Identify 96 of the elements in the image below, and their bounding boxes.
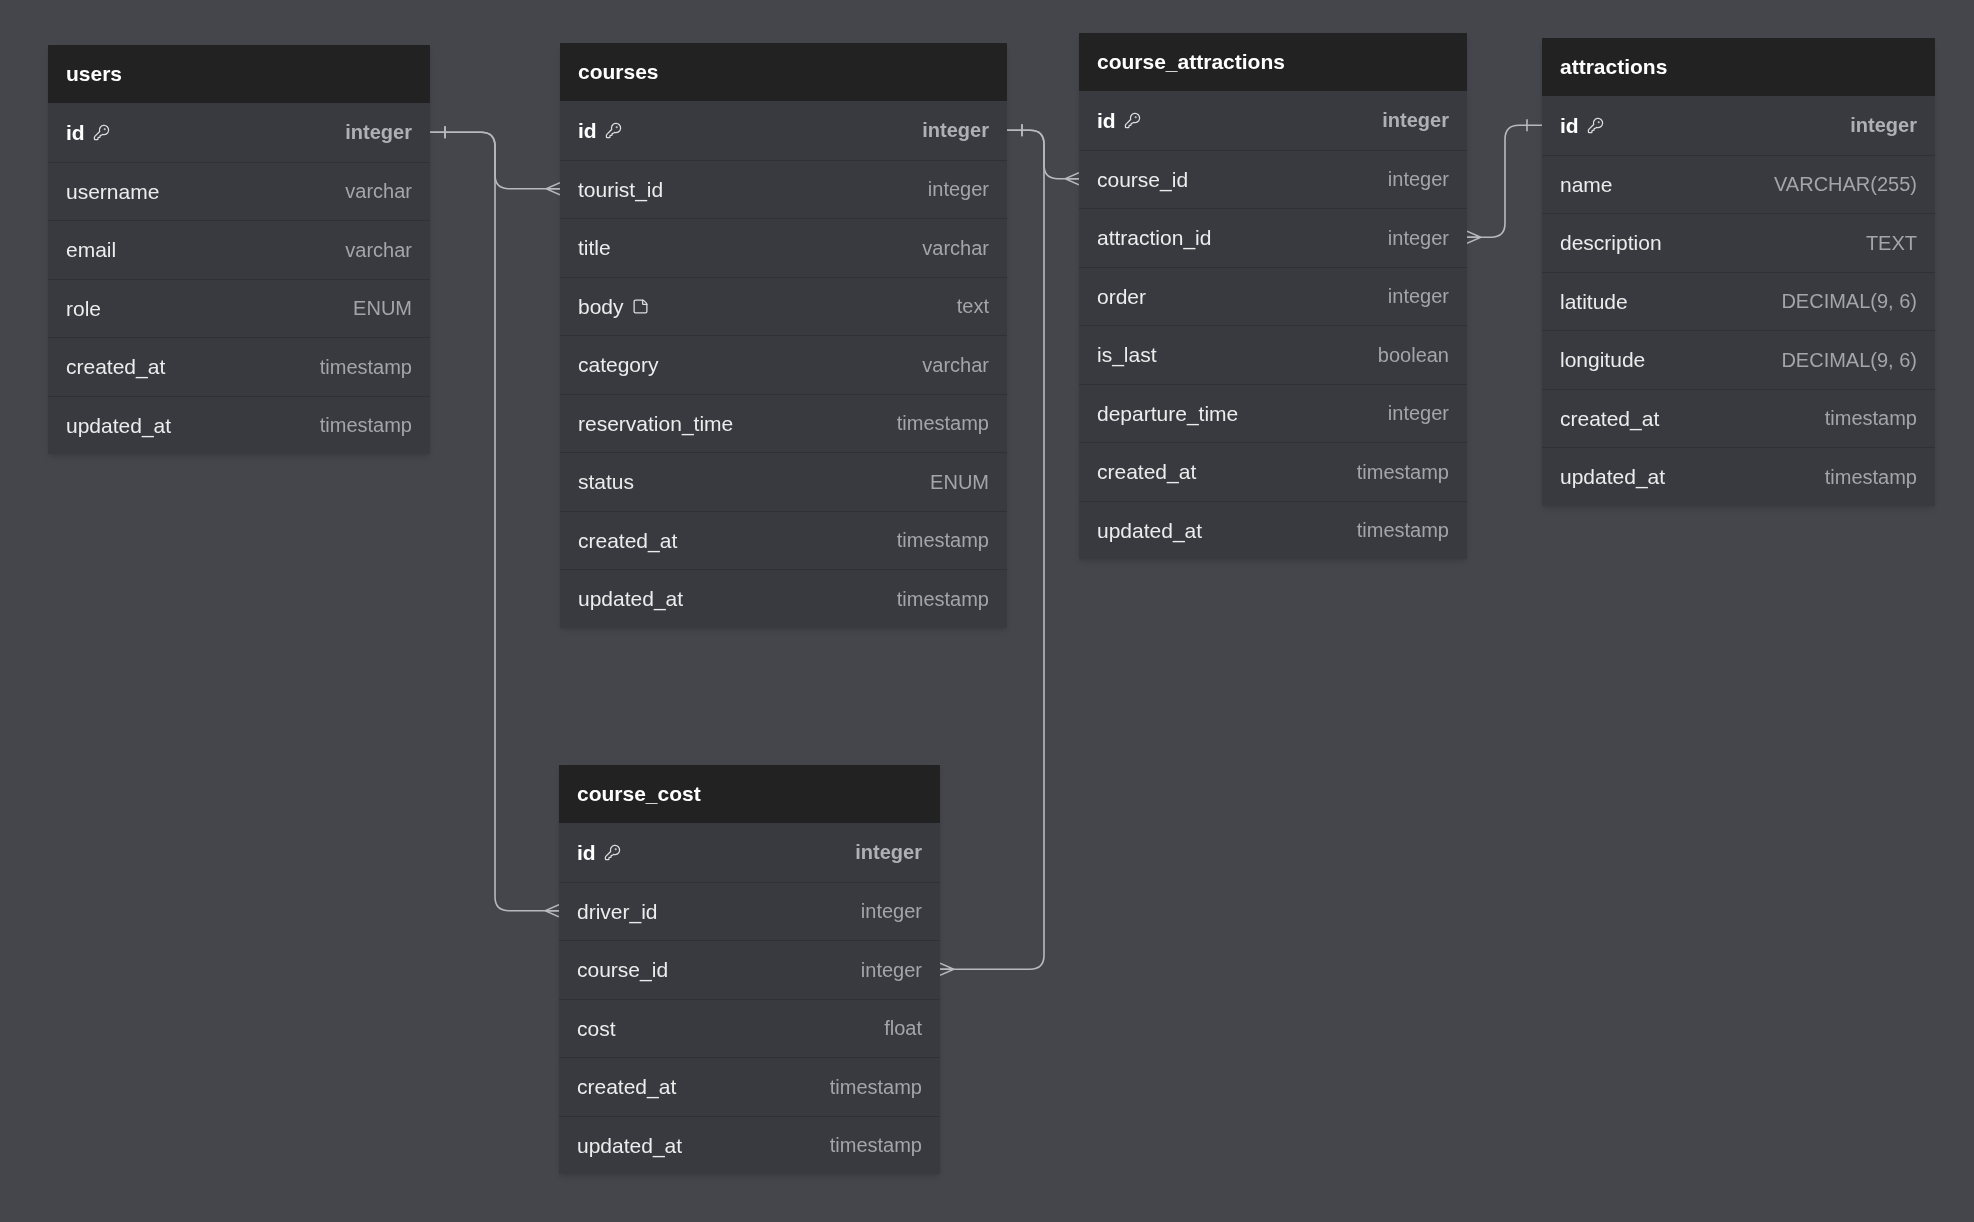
column-row bbox=[48, 103, 430, 162]
column-name: status bbox=[578, 469, 635, 495]
column-name: id bbox=[1097, 107, 1116, 134]
column-type: ENUM bbox=[930, 469, 989, 495]
column-name: updated_at bbox=[66, 412, 172, 440]
table-name: courses bbox=[578, 59, 659, 86]
relationship-line bbox=[429, 125, 560, 918]
column-row bbox=[1542, 96, 1935, 155]
table-card bbox=[1542, 38, 1935, 506]
relationship-line bbox=[939, 123, 1045, 977]
table-name: users bbox=[66, 61, 123, 88]
column-type: timestamp bbox=[896, 528, 989, 554]
column-type: integer bbox=[1387, 225, 1449, 251]
column-name: name bbox=[1560, 171, 1613, 198]
table-card bbox=[48, 45, 430, 454]
column-row bbox=[560, 159, 1007, 218]
table-card bbox=[1079, 33, 1467, 559]
column-name: description bbox=[1560, 230, 1662, 256]
column-name: course_id bbox=[1097, 166, 1189, 194]
column-name: id bbox=[578, 117, 597, 144]
column-type: varchar bbox=[345, 179, 412, 205]
table-name: attractions bbox=[1560, 54, 1668, 81]
column-type: varchar bbox=[922, 235, 989, 261]
column-row bbox=[560, 101, 1007, 160]
column-type: DECIMAL(9, 6) bbox=[1781, 347, 1917, 373]
column-name: created_at bbox=[577, 1074, 677, 1101]
table-name: course_cost bbox=[577, 781, 701, 808]
column-type: integer bbox=[922, 118, 989, 144]
column-row bbox=[559, 940, 940, 999]
column-row bbox=[1079, 149, 1467, 208]
column-type: timestamp bbox=[829, 1074, 922, 1100]
table-card bbox=[559, 765, 940, 1174]
column-type: VARCHAR(255) bbox=[1774, 172, 1917, 198]
column-type: timestamp bbox=[829, 1133, 922, 1159]
column-type: ENUM bbox=[353, 296, 412, 322]
column-name: updated_at bbox=[578, 586, 684, 613]
column-type: timestamp bbox=[319, 413, 412, 439]
column-row bbox=[560, 276, 1007, 335]
column-type: timestamp bbox=[1824, 406, 1917, 432]
column-name: id bbox=[577, 839, 596, 866]
column-name: longitude bbox=[1560, 347, 1646, 373]
table-name: course_attractions bbox=[1097, 49, 1285, 76]
column-row bbox=[559, 881, 940, 940]
column-type: float bbox=[884, 1016, 922, 1042]
column-name: created_at bbox=[1097, 459, 1197, 486]
column-name: username bbox=[66, 178, 160, 205]
column-type: integer bbox=[1850, 113, 1917, 139]
column-type: integer bbox=[860, 899, 922, 925]
column-name: title bbox=[578, 235, 611, 261]
column-type: integer bbox=[1387, 401, 1449, 427]
column-type: boolean bbox=[1377, 342, 1449, 368]
column-type: varchar bbox=[922, 352, 989, 378]
column-name: departure_time bbox=[1097, 400, 1239, 428]
column-name: id bbox=[1560, 112, 1579, 139]
column-row bbox=[559, 823, 940, 882]
column-name: created_at bbox=[578, 527, 678, 555]
column-row bbox=[1079, 91, 1467, 150]
column-name: latitude bbox=[1560, 288, 1628, 315]
column-name: attraction_id bbox=[1097, 225, 1212, 252]
table-card bbox=[560, 43, 1007, 628]
relationship-line bbox=[1466, 118, 1543, 245]
column-name: driver_id bbox=[577, 898, 658, 926]
column-type: timestamp bbox=[1356, 518, 1449, 544]
column-name: updated_at bbox=[577, 1132, 683, 1160]
column-row bbox=[1079, 208, 1467, 267]
column-name: body bbox=[578, 293, 624, 320]
column-type: timestamp bbox=[1824, 464, 1917, 490]
column-name: id bbox=[66, 119, 85, 146]
column-name: created_at bbox=[66, 354, 166, 381]
column-type: timestamp bbox=[896, 411, 989, 437]
column-type: integer bbox=[1387, 284, 1449, 310]
column-name: reservation_time bbox=[578, 410, 734, 438]
column-type: TEXT bbox=[1865, 230, 1917, 256]
column-type: DECIMAL(9, 6) bbox=[1781, 289, 1917, 315]
column-type: integer bbox=[1382, 108, 1449, 134]
column-type: varchar bbox=[345, 237, 412, 263]
column-type: integer bbox=[345, 120, 412, 146]
column-name: updated_at bbox=[1097, 517, 1203, 545]
column-name: course_id bbox=[577, 957, 669, 984]
column-type: integer bbox=[1387, 167, 1449, 193]
column-name: updated_at bbox=[1560, 464, 1666, 491]
column-type: integer bbox=[860, 957, 922, 983]
column-name: email bbox=[66, 237, 117, 263]
column-type: timestamp bbox=[1356, 459, 1449, 485]
column-name: order bbox=[1097, 283, 1147, 310]
column-name: tourist_id bbox=[578, 176, 664, 204]
column-type: integer bbox=[927, 177, 989, 203]
column-type: integer bbox=[855, 840, 922, 866]
column-type: timestamp bbox=[319, 354, 412, 380]
column-name: is_last bbox=[1097, 342, 1157, 369]
column-name: created_at bbox=[1560, 405, 1660, 433]
column-name: category bbox=[578, 352, 659, 378]
column-name: cost bbox=[577, 1015, 616, 1042]
column-type: timestamp bbox=[896, 586, 989, 612]
column-type: text bbox=[956, 294, 989, 320]
column-name: role bbox=[66, 295, 102, 322]
